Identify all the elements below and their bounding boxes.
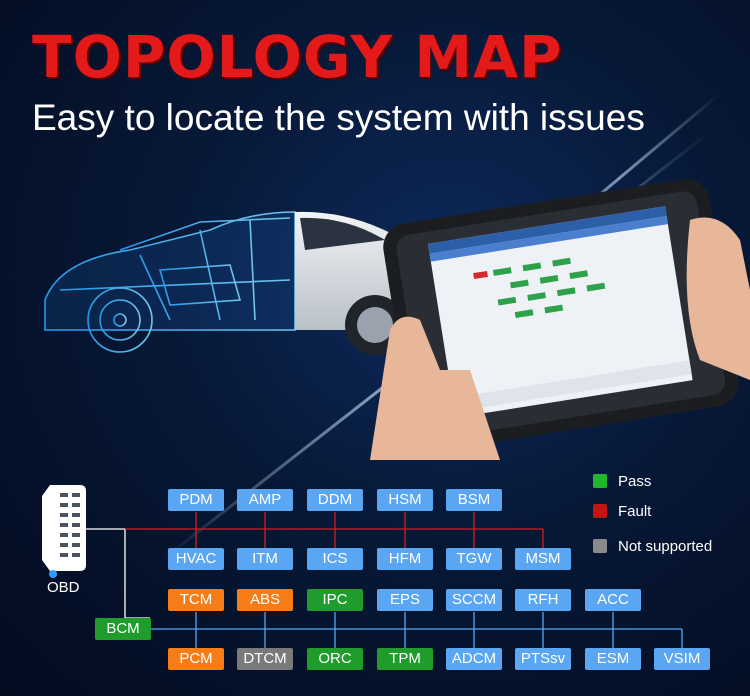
module-ptssv[interactable]: PTSsv (515, 648, 571, 670)
wireframe-car (44, 211, 296, 353)
module-amp[interactable]: AMP (237, 489, 293, 511)
module-ics[interactable]: ICS (307, 548, 363, 570)
obd-label: OBD (47, 579, 80, 596)
module-esm[interactable]: ESM (585, 648, 641, 670)
page-subtitle: Easy to locate the system with issues (32, 97, 645, 138)
module-ipc[interactable]: IPC (307, 589, 363, 611)
legend-pass-swatch (593, 474, 607, 488)
module-acc[interactable]: ACC (585, 589, 641, 611)
obd-connector-icon (42, 485, 86, 578)
module-rfh[interactable]: RFH (515, 589, 571, 611)
right-hand (686, 217, 750, 380)
module-eps[interactable]: EPS (377, 589, 433, 611)
module-hfm[interactable]: HFM (377, 548, 433, 570)
legend-not-supported-swatch (593, 539, 607, 553)
tablet-device (383, 179, 739, 451)
page-title: TOPOLOGY MAP (32, 23, 563, 91)
module-sccm[interactable]: SCCM (446, 589, 502, 611)
module-hvac[interactable]: HVAC (168, 548, 224, 570)
module-pdm[interactable]: PDM (168, 489, 224, 511)
module-pcm[interactable]: PCM (168, 648, 224, 670)
module-bsm[interactable]: BSM (446, 489, 502, 511)
legend-pass-label: Pass (618, 473, 652, 490)
module-ddm[interactable]: DDM (307, 489, 363, 511)
obd-to-bcm-line (86, 528, 150, 619)
module-orc[interactable]: ORC (307, 648, 363, 670)
module-hsm[interactable]: HSM (377, 489, 433, 511)
module-msm[interactable]: MSM (515, 548, 571, 570)
module-adcm[interactable]: ADCM (446, 648, 502, 670)
legend-not-supported-label: Not supported (618, 538, 713, 555)
legend-fault-label: Fault (618, 503, 652, 520)
left-hand (370, 316, 500, 460)
module-dtcm[interactable]: DTCM (237, 648, 293, 670)
module-itm[interactable]: ITM (237, 548, 293, 570)
module-tpm[interactable]: TPM (377, 648, 433, 670)
legend-fault-swatch (593, 504, 607, 518)
car-and-tablet-illustration (44, 179, 750, 460)
module-vsim[interactable]: VSIM (654, 648, 710, 670)
module-bcm[interactable]: BCM (95, 618, 151, 640)
module-tgw[interactable]: TGW (446, 548, 502, 570)
module-tcm[interactable]: TCM (168, 589, 224, 611)
module-abs[interactable]: ABS (237, 589, 293, 611)
